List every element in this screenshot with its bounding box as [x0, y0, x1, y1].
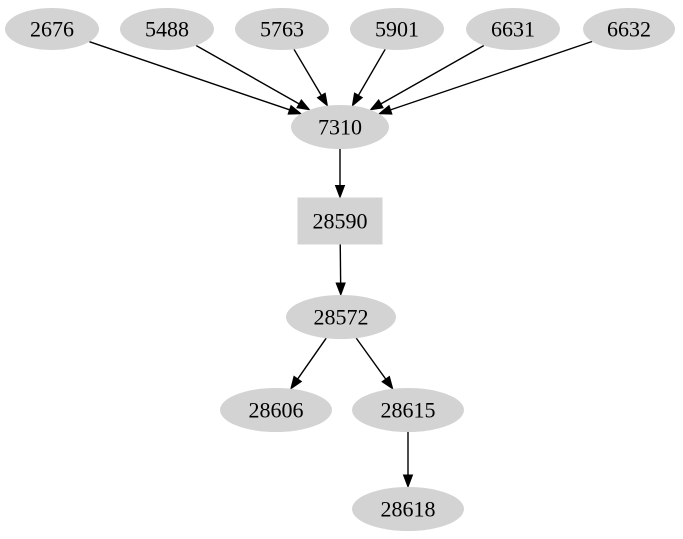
node-shape-ellipse	[286, 295, 396, 339]
graph-edge-28615-28618	[402, 432, 414, 489]
node-shape-ellipse	[291, 105, 389, 149]
node-label: 5488	[145, 16, 189, 41]
arrowhead-icon	[351, 92, 364, 107]
graph-edge-2676-7310	[89, 41, 303, 115]
node-label: 28606	[249, 397, 304, 422]
arrowhead-icon	[296, 99, 311, 111]
node-shape-ellipse	[5, 8, 99, 50]
node-shape-box	[297, 197, 383, 245]
arrowhead-icon	[377, 104, 393, 115]
node-label: 5901	[375, 16, 419, 41]
graph-edge-6632-7310	[377, 40, 593, 115]
graph-edge-28572-28606	[290, 337, 327, 390]
graph-edge-28590-28572	[335, 244, 346, 297]
arrowhead-icon	[334, 185, 346, 199]
arrowhead-icon	[316, 92, 329, 107]
graph-edge-6631-7310	[369, 44, 485, 111]
node-label: 28615	[381, 397, 436, 422]
graph-node-7310: 7310	[291, 105, 389, 149]
node-label: 6632	[607, 16, 651, 41]
graph-node-5901: 5901	[350, 8, 444, 50]
arrowhead-icon	[290, 375, 303, 390]
node-label: 28618	[381, 496, 436, 521]
graph-node-2676: 2676	[5, 8, 99, 50]
graph-node-28606: 28606	[220, 388, 332, 432]
arrowhead-icon	[381, 375, 394, 390]
node-label: 28572	[314, 304, 369, 329]
graph-node-6631: 6631	[466, 8, 560, 50]
arrowhead-icon	[402, 474, 414, 489]
graph-edge-7310-28590	[334, 149, 346, 199]
graph-edge-5488-7310	[195, 44, 311, 111]
arrowhead-icon	[287, 104, 303, 115]
node-shape-ellipse	[352, 487, 464, 531]
graph-node-28590: 28590	[297, 197, 383, 245]
graph-edge-5901-7310	[351, 48, 386, 107]
node-label: 7310	[318, 114, 362, 139]
node-shape-ellipse	[220, 388, 332, 432]
node-shape-ellipse	[466, 8, 560, 50]
node-shape-ellipse	[235, 8, 329, 50]
graph-node-28618: 28618	[352, 487, 464, 531]
node-label: 28590	[313, 208, 368, 233]
node-shape-ellipse	[120, 8, 214, 50]
graph-node-5763: 5763	[235, 8, 329, 50]
graph-edge-5763-7310	[293, 48, 329, 107]
arrowhead-icon	[335, 282, 346, 297]
node-shape-ellipse	[583, 8, 675, 50]
graph-node-28572: 28572	[286, 295, 396, 339]
node-shape-ellipse	[350, 8, 444, 50]
graph-node-6632: 6632	[583, 8, 675, 50]
node-shape-ellipse	[352, 388, 464, 432]
graph-node-28615: 28615	[352, 388, 464, 432]
arrowhead-icon	[369, 99, 384, 111]
graph-node-5488: 5488	[120, 8, 214, 50]
node-label: 6631	[491, 16, 535, 41]
node-label: 2676	[30, 16, 74, 41]
node-label: 5763	[260, 16, 304, 41]
graph-edge-28572-28615	[355, 337, 394, 390]
